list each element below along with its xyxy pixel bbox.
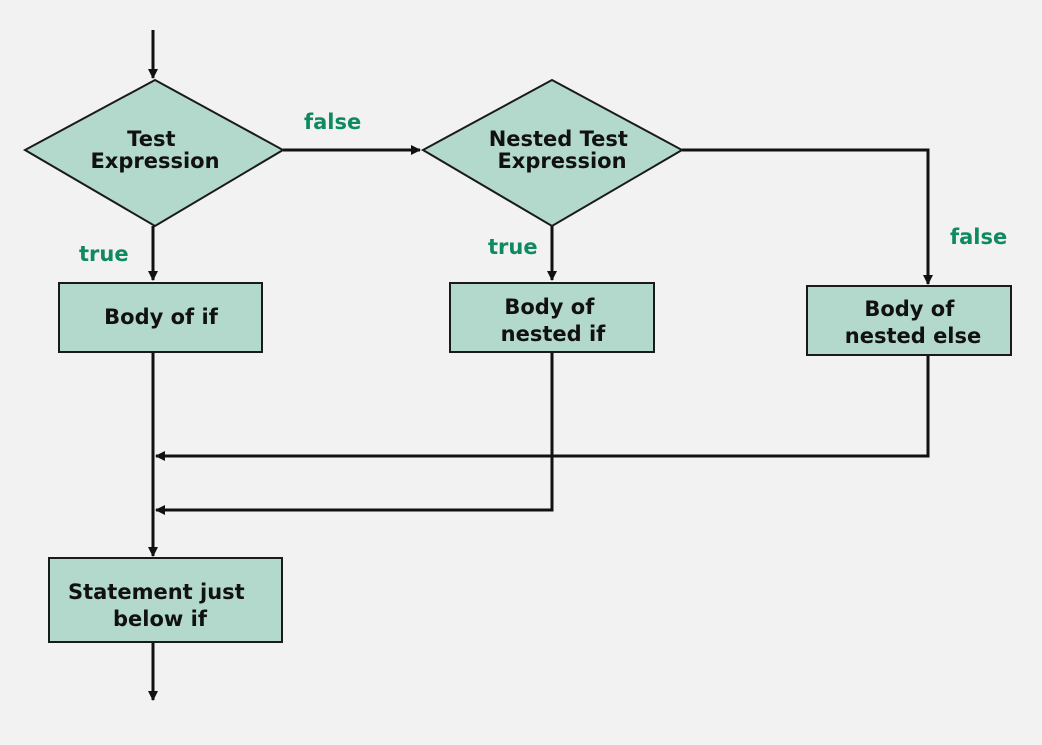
test-expression-decision xyxy=(22,78,286,228)
nested-test-expression-decision xyxy=(420,78,685,228)
body-of-nested-else-box xyxy=(806,285,1012,356)
body-of-nested-if-line-1: Body of xyxy=(504,295,595,319)
nested-test-expression-text: Nested Test Expression xyxy=(489,127,636,173)
nested-true-label: true xyxy=(488,235,538,259)
body-of-nested-if-text: Body of nested if xyxy=(501,295,607,346)
statement-just-below-if-box xyxy=(48,557,283,643)
body-of-if-text: Body of if xyxy=(104,305,219,329)
statement-just-below-if-text: Statement just below if xyxy=(68,580,252,631)
body-of-nested-else-line-1: Body of xyxy=(864,297,955,321)
body-of-nested-else-text: Body of nested else xyxy=(845,297,982,348)
nested-false-label: false xyxy=(950,225,1007,249)
statement-just-below-if-line-1: Statement just xyxy=(68,580,245,604)
body-of-nested-if-box xyxy=(449,282,655,353)
false-arrow-to-body-of-nested-else xyxy=(682,148,933,285)
body-of-nested-else-line-2: nested else xyxy=(845,324,982,348)
nested-test-expression-line-1: Nested Test xyxy=(489,127,628,151)
test-expression-line-1: Test xyxy=(127,127,175,151)
body-of-if-line-1: Body of if xyxy=(104,305,219,329)
test-expression-text: Test Expression xyxy=(90,127,219,173)
outer-false-label: false xyxy=(304,110,361,134)
nested-test-expression-line-2: Expression xyxy=(497,149,626,173)
statement-just-below-if-line-2: below if xyxy=(113,607,208,631)
test-expression-line-2: Expression xyxy=(90,149,219,173)
body-of-if-box xyxy=(58,282,263,353)
outer-true-label: true xyxy=(79,242,129,266)
body-of-nested-if-line-2: nested if xyxy=(501,322,607,346)
nested-else-return-arrow xyxy=(155,355,930,461)
nested-if-return-arrow xyxy=(155,352,554,515)
